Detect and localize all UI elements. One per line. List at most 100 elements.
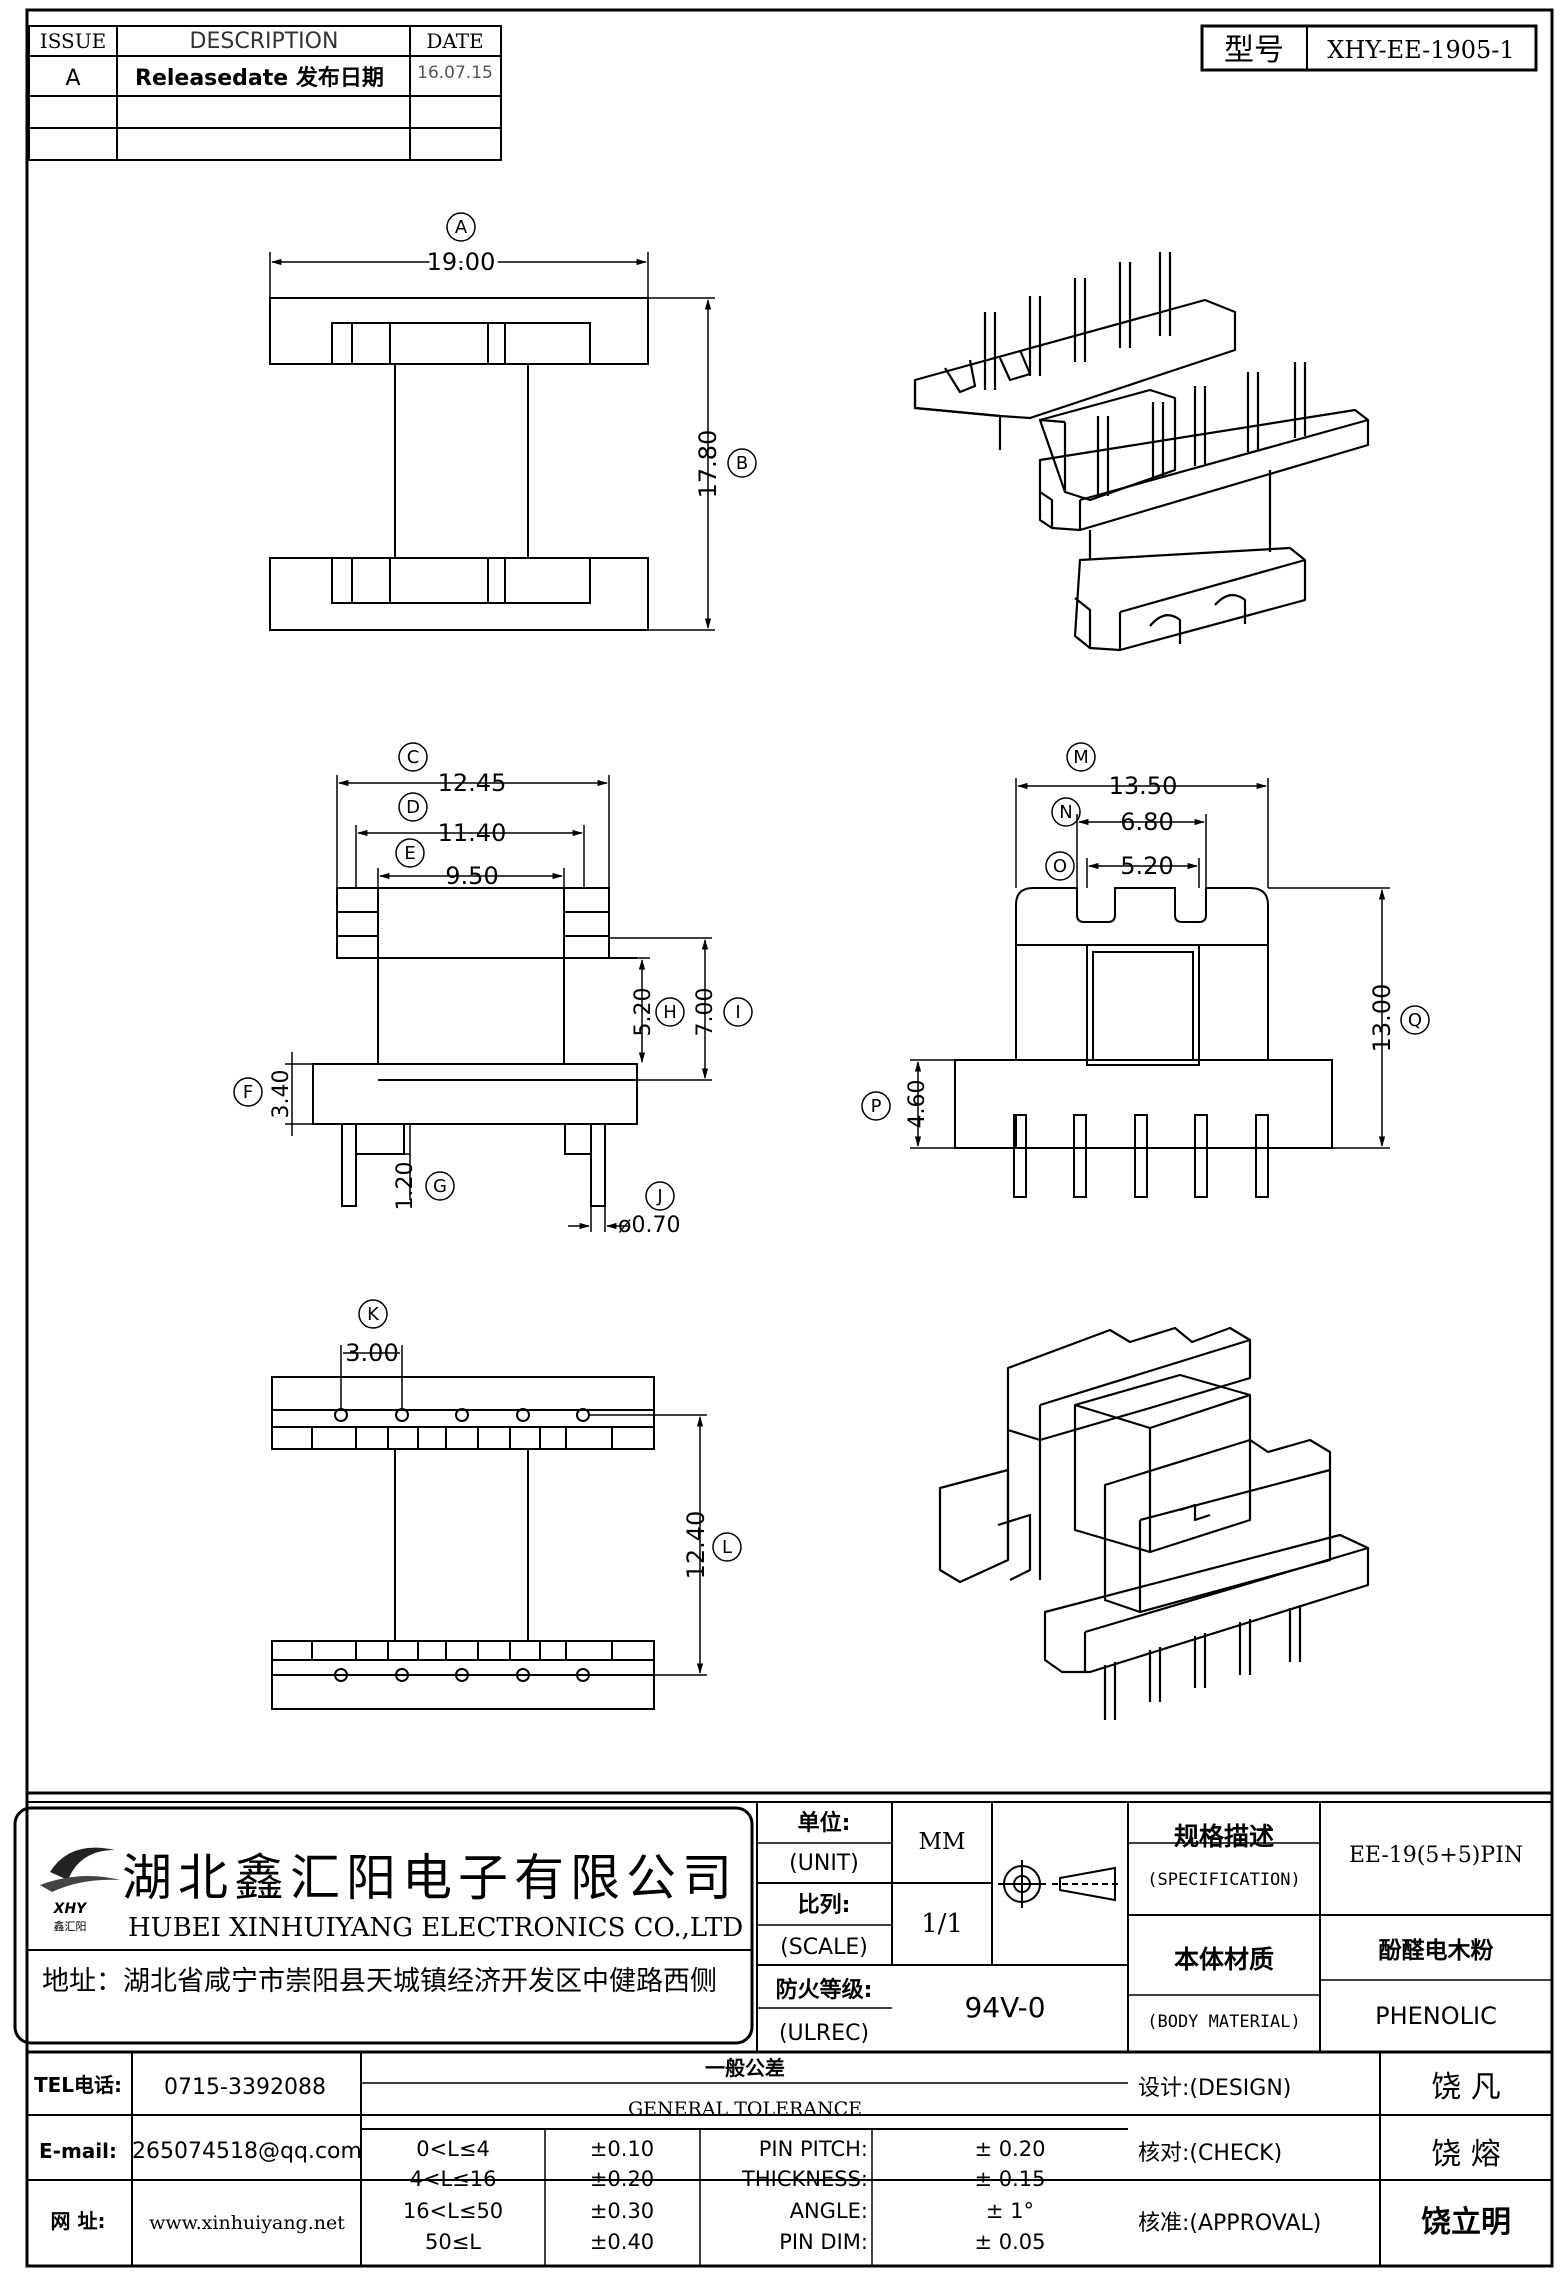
material-value-en: PHENOLIC xyxy=(1375,2002,1497,2030)
tol-value-0: ±0.10 xyxy=(590,2137,654,2161)
dim-E xyxy=(377,838,565,888)
dim-D-tag: D xyxy=(406,797,420,818)
tol-param-value-2: ± 1° xyxy=(986,2199,1034,2223)
sheet-border xyxy=(25,8,1554,2268)
model-value: XHY-EE-1905-1 xyxy=(1327,36,1514,64)
dim-B-tag: B xyxy=(736,453,748,474)
dim-G-value: 1.20 xyxy=(393,1162,418,1211)
title-block-frame xyxy=(13,1791,1552,2266)
dim-A-value: 19.00 xyxy=(427,248,496,276)
spec-label-cn: 规格描述 xyxy=(1174,1822,1274,1851)
dim-I-value: 7.00 xyxy=(693,988,718,1037)
dim-P-tag: P xyxy=(871,1096,882,1117)
logo-subtext: 鑫汇阳 xyxy=(54,1919,87,1933)
tol-param-value-0: ± 0.20 xyxy=(974,2137,1045,2161)
dim-Q-value: 13.00 xyxy=(1368,984,1396,1053)
company-address: 地址：湖北省咸宁市崇阳县天城镇经济开发区中健路西侧 xyxy=(42,1966,717,1997)
rev-header-description: DESCRIPTION xyxy=(190,29,339,54)
ulrec-label-cn: 防火等级: xyxy=(776,1977,873,2003)
tolerance-title-cn: 一般公差 xyxy=(705,2056,785,2080)
revision-table xyxy=(28,25,502,161)
dim-L-tag: L xyxy=(722,1537,732,1558)
tol-value-3: ±0.40 xyxy=(590,2230,654,2254)
dim-L-value: 12.40 xyxy=(682,1511,710,1580)
dim-C-value: 12.45 xyxy=(438,769,507,797)
email-value: 265074518@qq.com xyxy=(132,2139,362,2164)
material-label-en: (BODY MATERIAL) xyxy=(1147,2012,1301,2032)
dim-Q-tag: Q xyxy=(1408,1010,1422,1031)
tol-param-2: ANGLE: xyxy=(790,2199,868,2223)
dim-O xyxy=(1045,851,1200,888)
dim-A xyxy=(269,212,649,298)
email-label: E-mail: xyxy=(39,2139,117,2163)
dim-F-tag: F xyxy=(243,1082,253,1103)
tol-param-value-3: ± 0.05 xyxy=(974,2230,1045,2254)
logo-text: XHY xyxy=(53,1901,89,1917)
design-label: 设计:(DESIGN) xyxy=(1138,2076,1291,2101)
company-name-cn: 湖北鑫汇阳电子有限公司 xyxy=(122,1849,738,1907)
projection-symbol xyxy=(998,1860,1120,1908)
dim-F xyxy=(233,1052,313,1136)
rev-row-issue: A xyxy=(65,66,80,91)
rev-row-description: Releasedate 发布日期 xyxy=(135,65,384,91)
company-name-en: HUBEI XINHUIYANG ELECTRONICS CO.,LTD xyxy=(128,1913,743,1943)
unit-label-en: (UNIT) xyxy=(789,1851,859,1876)
check-label: 核对:(CHECK) xyxy=(1138,2141,1282,2166)
check-name: 饶 熔 xyxy=(1431,2137,1501,2172)
tol-param-0: PIN PITCH: xyxy=(759,2137,868,2161)
dim-C xyxy=(336,742,610,888)
spec-label-en: (SPECIFICATION) xyxy=(1147,1870,1301,1890)
approval-label: 核准:(APPROVAL) xyxy=(1138,2211,1321,2236)
model-label: 型号 xyxy=(1224,33,1284,68)
scale-label-en: (SCALE) xyxy=(780,1935,868,1960)
dim-G-tag: G xyxy=(433,1176,447,1197)
side-view xyxy=(312,887,638,1207)
ulrec-label-en: (ULREC) xyxy=(779,2021,869,2046)
dim-B-value: 17.80 xyxy=(694,430,722,499)
dim-O-value: 5.20 xyxy=(1120,852,1173,880)
isometric-view-bottom xyxy=(938,1326,1370,1720)
dim-I-tag: I xyxy=(735,1002,740,1023)
dim-B xyxy=(648,297,757,631)
tol-param-3: PIN DIM: xyxy=(779,2230,868,2254)
bottom-view xyxy=(271,1376,655,1710)
tol-param-1: THICKNESS: xyxy=(741,2167,868,2191)
tel-value: 0715-3392088 xyxy=(164,2075,326,2100)
spec-value: EE-19(5+5)PIN xyxy=(1349,1843,1523,1868)
dim-M-value: 13.50 xyxy=(1109,772,1178,800)
tol-param-value-1: ± 0.15 xyxy=(974,2167,1045,2191)
tol-value-1: ±0.20 xyxy=(590,2167,654,2191)
dim-F-value: 3.40 xyxy=(269,1070,294,1119)
dim-J xyxy=(568,1181,675,1232)
dim-O-tag: O xyxy=(1053,856,1067,877)
approval-name: 饶立明 xyxy=(1421,2205,1511,2240)
dim-K xyxy=(340,1299,403,1409)
dim-G xyxy=(356,1124,455,1201)
scale-value: 1/1 xyxy=(921,1909,963,1939)
dim-I xyxy=(609,937,753,1081)
tol-value-2: ±0.30 xyxy=(590,2199,654,2223)
scale-label-cn: 比列: xyxy=(798,1893,851,1918)
dim-M-tag: M xyxy=(1073,747,1089,768)
company-logo: XHY 鑫汇阳 xyxy=(40,1847,120,1933)
unit-value: MM xyxy=(918,1829,965,1855)
rev-header-issue: ISSUE xyxy=(40,29,106,53)
dim-L xyxy=(589,1414,742,1676)
dim-H-tag: H xyxy=(663,1002,677,1023)
dim-E-value: 9.50 xyxy=(445,862,498,890)
ulrec-value: 94V-0 xyxy=(964,1991,1045,2024)
design-name: 饶 凡 xyxy=(1431,2070,1501,2105)
top-view xyxy=(269,297,649,631)
dim-D xyxy=(355,792,585,888)
tolerance-title-en: GENERAL TOLERANCE xyxy=(628,2098,862,2120)
dim-N-value: 6.80 xyxy=(1120,808,1173,836)
dim-D-value: 11.40 xyxy=(438,819,507,847)
web-label: 网 址: xyxy=(51,2209,106,2233)
material-value-cn: 酚醛电木粉 xyxy=(1379,1938,1494,1964)
dim-C-tag: C xyxy=(407,747,420,768)
dim-K-tag: K xyxy=(367,1304,380,1325)
model-box xyxy=(1200,24,1538,72)
isometric-view-top xyxy=(913,252,1370,652)
material-label-cn: 本体材质 xyxy=(1174,1945,1274,1974)
